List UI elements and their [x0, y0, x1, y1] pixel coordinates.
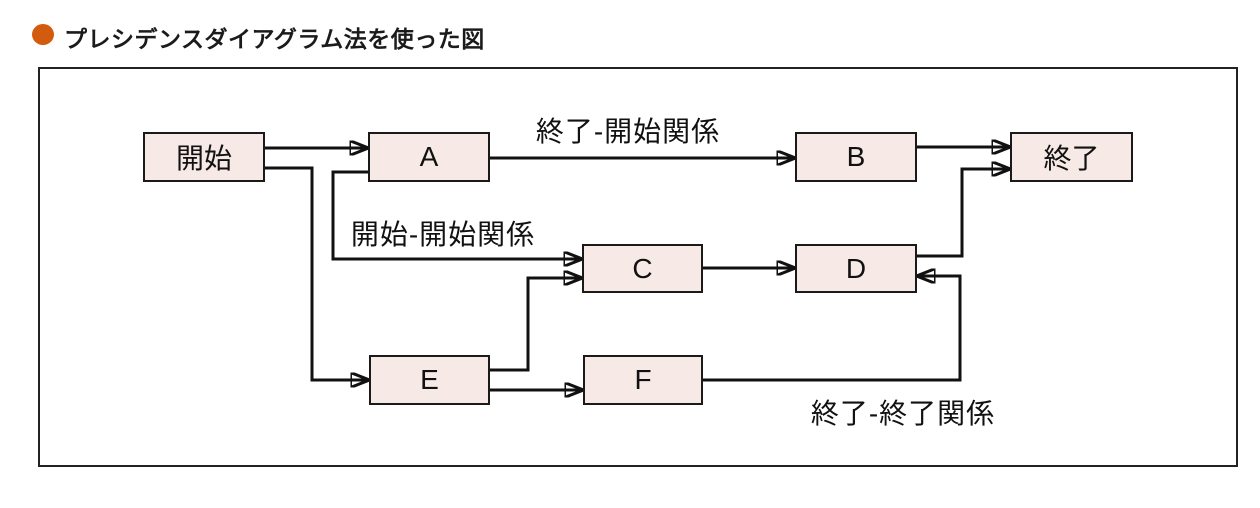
edge-label-finish-finish: 終了-終了関係: [810, 398, 996, 429]
edge-f-d-finish-finish: [703, 276, 962, 382]
edge-label-start-start: 開始-開始関係: [350, 219, 536, 250]
diagram-frame: [38, 67, 1238, 467]
edge-e-c: [490, 278, 581, 372]
node-c: C: [582, 244, 703, 293]
node-end: 終了: [1010, 132, 1133, 182]
edge-start-e: [265, 166, 368, 380]
edge-label-finish-start: 終了-開始関係: [535, 116, 721, 147]
node-b: B: [795, 132, 917, 182]
figure-title: プレシデンスダイアグラム法を使った図: [64, 26, 485, 52]
node-start: 開始: [143, 132, 265, 182]
node-e: E: [369, 355, 490, 405]
node-a: A: [368, 132, 490, 182]
edge-a-c-start-start: [331, 170, 581, 259]
title-bullet-icon: [32, 24, 54, 45]
edge-d-end: [917, 169, 1009, 258]
node-d: D: [795, 244, 917, 293]
node-f: F: [583, 355, 703, 405]
